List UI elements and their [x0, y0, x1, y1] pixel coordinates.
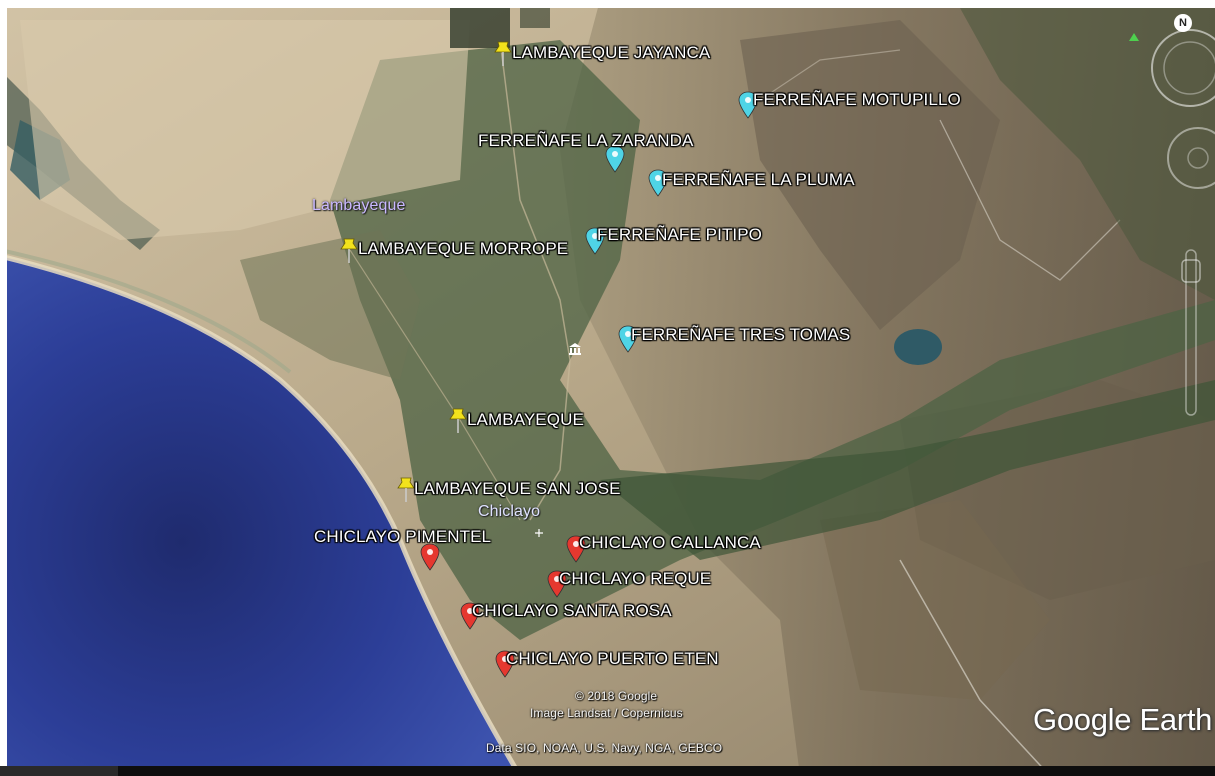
placemark-ferrenafe-pitipo-marker-icon[interactable]	[585, 226, 609, 258]
label-lambayeque-san-jose[interactable]: LAMBAYEQUE SAN JOSE	[414, 479, 621, 498]
placemark-ferrenafe-la-pluma-marker-icon[interactable]	[648, 168, 672, 200]
label-chiclayo-callanca[interactable]: CHICLAYO CALLANCA	[579, 533, 761, 552]
compass-north-icon[interactable]: N	[1174, 14, 1192, 32]
placemark-chiclayo-puerto-eten-marker-icon[interactable]	[495, 649, 519, 681]
placemark-chiclayo-reque-marker-icon[interactable]	[547, 569, 571, 601]
placemark-lambayeque-san-jose-pushpin-icon[interactable]	[395, 476, 419, 508]
status-bar-left	[0, 766, 118, 776]
mountain-icon	[1129, 33, 1139, 41]
label-ferrenafe-la-zaranda[interactable]: FERREÑAFE LA ZARANDA	[478, 131, 694, 150]
label-chiclayo-santa-rosa[interactable]: CHICLAYO SANTA ROSA	[472, 601, 672, 620]
label-ferrenafe-pitipo[interactable]: FERREÑAFE PITIPO	[597, 225, 763, 244]
label-chiclayo-pimentel[interactable]: CHICLAYO PIMENTEL	[314, 527, 492, 546]
window-frame-left	[0, 0, 7, 766]
data-credit: Data SIO, NOAA, U.S. Navy, NGA, GEBCO	[486, 741, 723, 755]
city-label-chiclayo[interactable]: Chiclayo	[478, 503, 541, 520]
imagery-credit: Image Landsat / Copernicus	[530, 706, 683, 720]
window-frame-top	[0, 0, 1215, 8]
label-lambayeque[interactable]: LAMBAYEQUE	[467, 410, 584, 429]
label-chiclayo-reque[interactable]: CHICLAYO REQUE	[559, 569, 712, 588]
label-lambayeque-morrope[interactable]: LAMBAYEQUE MORROPE	[358, 239, 569, 258]
label-ferrenafe-la-pluma[interactable]: FERREÑAFE LA PLUMA	[662, 170, 855, 189]
city-label-lambayeque[interactable]: Lambayeque	[312, 197, 406, 214]
placemark-ferrenafe-tres-tomas-marker-icon[interactable]	[618, 324, 642, 356]
copyright-text: © 2018 Google	[575, 689, 658, 703]
placemark-chiclayo-santa-rosa-marker-icon[interactable]	[460, 601, 484, 633]
google-earth-logo: Google Earth	[1033, 702, 1213, 737]
label-chiclayo-puerto-eten[interactable]: CHICLAYO PUERTO ETEN	[506, 649, 719, 668]
placemark-lambayeque-morrope-pushpin-icon[interactable]	[338, 237, 362, 269]
status-bar	[0, 766, 1215, 776]
city-marker-icon	[535, 529, 543, 537]
label-lambayeque-jayanca[interactable]: LAMBAYEQUE JAYANCA	[512, 43, 711, 62]
placemark-ferrenafe-motupillo-marker-icon[interactable]	[738, 90, 762, 122]
placemark-ferrenafe-la-zaranda-marker-icon[interactable]	[605, 144, 629, 176]
label-ferrenafe-tres-tomas[interactable]: FERREÑAFE TRES TOMAS	[631, 325, 851, 344]
placemark-chiclayo-pimentel-marker-icon[interactable]	[420, 542, 444, 574]
navigation-controls[interactable]	[1150, 10, 1215, 430]
label-ferrenafe-motupillo[interactable]: FERREÑAFE MOTUPILLO	[753, 90, 961, 109]
placemark-lambayeque-jayanca-pushpin-icon[interactable]	[492, 40, 516, 72]
placemark-lambayeque-pushpin-icon[interactable]	[447, 407, 471, 439]
museum-icon[interactable]	[568, 343, 582, 355]
placemark-chiclayo-callanca-marker-icon[interactable]	[566, 534, 590, 566]
